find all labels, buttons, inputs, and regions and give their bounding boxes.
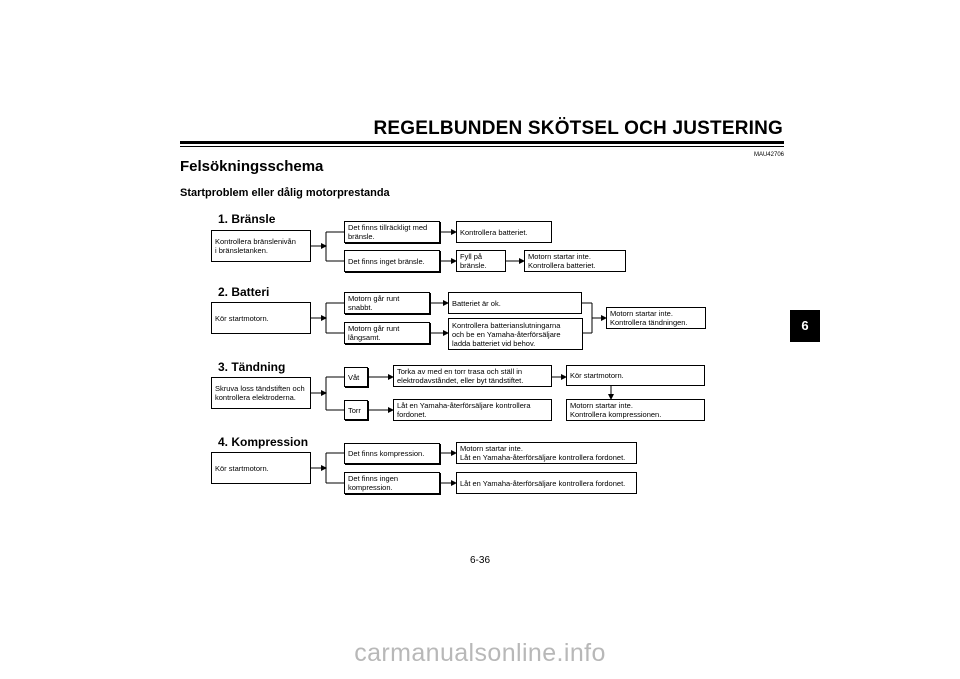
box-line: bränsle. bbox=[348, 232, 375, 241]
ignition-result-box: Motorn startar inte. Kontrollera kompres… bbox=[566, 399, 705, 421]
group-title-compression: 4. Kompression bbox=[218, 435, 309, 449]
document-code: MAU42706 bbox=[753, 152, 784, 158]
battery-result-box: Motorn startar inte. Kontrollera tändnin… bbox=[606, 307, 706, 329]
fuel-check-battery-box: Kontrollera batteriet. bbox=[456, 221, 552, 243]
box-line: Låt en Yamaha-återförsäljare kontrollera… bbox=[460, 453, 626, 462]
box-line: Motorn går runt bbox=[348, 294, 400, 303]
box-line: elektrodavståndet, eller byt tändstiftet… bbox=[397, 376, 524, 385]
ignition-dealer-box: Låt en Yamaha-återförsäljare kontrollera… bbox=[393, 399, 552, 421]
compression-none-box: Det finns ingen kompression. bbox=[344, 472, 440, 494]
section-title: Felsökningsschema bbox=[180, 158, 324, 175]
box-line: Låt en Yamaha-återförsäljare kontrollera… bbox=[460, 478, 626, 488]
box-line: Det finns inget bränsle. bbox=[348, 256, 425, 266]
section-subtitle: Startproblem eller dålig motorprestanda bbox=[180, 187, 390, 199]
fuel-enough-box: Det finns tillräckligt med bränsle. bbox=[344, 221, 440, 243]
chapter-tab[interactable]: 6 bbox=[790, 310, 820, 342]
compression-none-result-box: Låt en Yamaha-återförsäljare kontrollera… bbox=[456, 472, 637, 494]
box-line: Skruva loss tändstiften och bbox=[215, 384, 305, 393]
box-line: Kontrollera batteriet. bbox=[528, 261, 596, 270]
box-line: Kontrollera batteriet. bbox=[460, 227, 528, 237]
compression-has-box: Det finns kompression. bbox=[344, 443, 440, 464]
group-title-fuel: 1. Bränsle bbox=[218, 212, 276, 226]
box-line: Kör startmotorn. bbox=[215, 313, 269, 323]
ignition-wet-box: Våt bbox=[344, 367, 368, 387]
box-line: Motorn startar inte. bbox=[610, 309, 673, 318]
box-line: snabbt. bbox=[348, 303, 373, 312]
ignition-start-box: Skruva loss tändstiften och kontrollera … bbox=[211, 377, 311, 409]
fuel-not-start-box: Motorn startar inte. Kontrollera batteri… bbox=[524, 250, 626, 272]
group-title-ignition: 3. Tändning bbox=[218, 360, 286, 374]
header-rule-thick bbox=[180, 141, 784, 144]
compression-start-box: Kör startmotorn. bbox=[211, 452, 311, 484]
box-line: Fyll på bbox=[460, 252, 483, 261]
watermark[interactable]: carmanualsonline.info bbox=[354, 639, 606, 667]
box-line: Det finns kompression. bbox=[348, 449, 425, 458]
box-line: bränsle. bbox=[460, 261, 487, 270]
box-line: Motorn startar inte. bbox=[570, 401, 633, 410]
box-line: Kontrollera kompressionen. bbox=[570, 410, 662, 419]
page-number: 6-36 bbox=[469, 555, 490, 566]
box-line: Motorn startar inte. bbox=[460, 444, 523, 453]
battery-fast-box: Motorn går runt snabbt. bbox=[344, 292, 430, 314]
battery-ok-box: Batteriet är ok. bbox=[448, 292, 582, 314]
fuel-start-box: Kontrollera bränslenivån i bränsletanken… bbox=[211, 230, 311, 262]
box-line: kontrollera elektroderna. bbox=[215, 393, 296, 402]
box-line: Motorn går runt bbox=[348, 324, 400, 333]
box-line: Motorn startar inte. bbox=[528, 252, 591, 261]
box-line: Kontrollera bränslenivån bbox=[215, 237, 296, 246]
box-line: Våt bbox=[348, 372, 360, 382]
box-line: långsamt. bbox=[348, 333, 381, 342]
box-line: Kör startmotorn. bbox=[570, 371, 624, 380]
ignition-dry-box: Torr bbox=[344, 400, 368, 420]
box-line: Torr bbox=[348, 405, 361, 415]
box-line: i bränsletanken. bbox=[215, 246, 268, 255]
box-line: Det finns ingen bbox=[348, 474, 399, 483]
box-line: Torka av med en torr trasa och ställ in bbox=[397, 367, 523, 376]
header-rule-thin bbox=[180, 146, 784, 147]
battery-check-box: Kontrollera batterianslutningarna och be… bbox=[448, 318, 583, 350]
group-title-battery: 2. Batteri bbox=[218, 285, 270, 299]
box-line: Batteriet är ok. bbox=[452, 298, 501, 308]
fuel-refuel-box: Fyll på bränsle. bbox=[456, 250, 506, 272]
ignition-run-starter-box: Kör startmotorn. bbox=[566, 365, 705, 386]
box-line: Kontrollera tändningen. bbox=[610, 318, 688, 327]
box-line: ladda batteriet vid behov. bbox=[452, 338, 536, 348]
fuel-none-box: Det finns inget bränsle. bbox=[344, 250, 440, 272]
box-line: Det finns tillräckligt med bbox=[348, 223, 428, 232]
box-line: och be en Yamaha-återförsäljare bbox=[452, 329, 561, 339]
box-line: kompression. bbox=[348, 483, 393, 492]
page-header-title: REGELBUNDEN SKÖTSEL OCH JUSTERING bbox=[373, 118, 783, 139]
box-line: Kör startmotorn. bbox=[215, 463, 269, 473]
battery-start-box: Kör startmotorn. bbox=[211, 302, 311, 334]
battery-slow-box: Motorn går runt långsamt. bbox=[344, 322, 430, 344]
compression-has-result-box: Motorn startar inte. Låt en Yamaha-återf… bbox=[456, 442, 637, 464]
box-line: Kontrollera batterianslutningarna bbox=[452, 320, 561, 330]
ignition-wipe-box: Torka av med en torr trasa och ställ in … bbox=[393, 365, 552, 387]
box-line: Låt en Yamaha-återförsäljare kontrollera bbox=[397, 401, 531, 410]
box-line: fordonet. bbox=[397, 410, 427, 419]
